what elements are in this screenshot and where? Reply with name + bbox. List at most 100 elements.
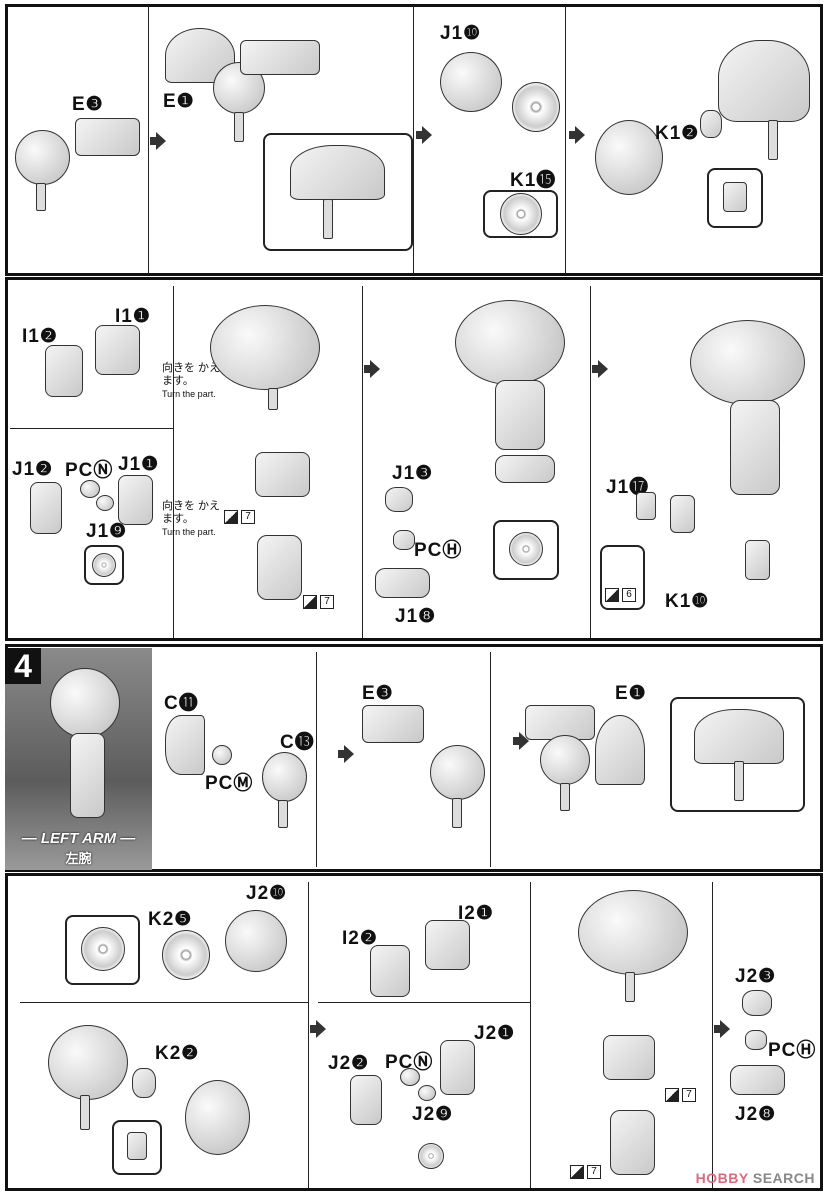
part-k115-disc: [512, 82, 560, 132]
part-label-j21: J2❶: [474, 1023, 516, 1044]
shoulder-assembly: [210, 305, 320, 390]
detail-box: [112, 1120, 162, 1175]
divider: [490, 652, 491, 867]
joint-stem: [734, 761, 744, 801]
turn-part-note: 向きを かえます。 Turn the part.: [162, 362, 222, 401]
part-label-k110: K1❿: [665, 591, 710, 612]
hobby-search-watermark: HOBBY SEARCH: [696, 1170, 815, 1186]
assembled-part-detail: [694, 709, 784, 764]
part-label-j11: J1❶: [118, 454, 160, 475]
divider: [308, 882, 309, 1188]
upper-arm-assembly: [257, 535, 302, 600]
part-j13: [385, 487, 413, 512]
marker-step: 7: [665, 1088, 696, 1102]
polycap-m: [212, 745, 232, 765]
part-j29: [418, 1085, 436, 1101]
part-label-j22: J2❷: [328, 1053, 370, 1074]
next-arrow-icon: [150, 132, 166, 150]
part-label-i22: I2❷: [342, 928, 378, 949]
panel-step-top: [5, 4, 823, 276]
part-label-j210: J2❿: [246, 883, 288, 904]
part-k2-shell: [185, 1080, 250, 1155]
step-title-jp: 左腕: [65, 851, 92, 866]
marker-number: 7: [587, 1165, 601, 1179]
joint-stem: [36, 183, 46, 211]
joint-stem: [560, 783, 570, 811]
upper-arm-assembly: [610, 1110, 655, 1175]
part-label-j28: J2❽: [735, 1104, 777, 1125]
next-arrow-icon: [364, 360, 380, 378]
upper-arm-part: [255, 452, 310, 497]
shoulder-joint-part: [15, 130, 70, 185]
part-i22: [370, 945, 410, 997]
part-e3: [362, 705, 424, 743]
shoulder-cover-part: [240, 40, 320, 75]
part-j23: [742, 990, 772, 1016]
forearm-assembly: [730, 400, 780, 495]
part-label-j19: J1❾: [86, 521, 128, 542]
part-label-pcm: PCⓂ: [205, 773, 254, 794]
shoulder-cover-part: [718, 40, 810, 122]
divider: [530, 882, 531, 1188]
turn-part-note: 向きを かえます。Turn the part.: [162, 500, 222, 539]
part-k110: [670, 495, 695, 533]
divider: [316, 652, 317, 867]
part-label-k12: K1❷: [655, 123, 700, 144]
part-j18-assembled: [495, 455, 555, 483]
left-arm-preview: [50, 668, 120, 738]
next-arrow-icon: [714, 1020, 730, 1038]
assembled-part-detail: [290, 145, 385, 200]
disc-detail: [81, 927, 125, 971]
part-k12: [700, 110, 722, 138]
next-arrow-icon: [338, 745, 354, 763]
part-label-j13: J1❸: [392, 463, 434, 484]
marker-icon: [605, 588, 619, 602]
turn-note-jp: 向きを かえます。: [162, 362, 221, 387]
part-k22-detail: [127, 1132, 147, 1160]
part-j12: [30, 482, 62, 534]
disc-detail: [418, 1143, 444, 1169]
marker-step: 7: [303, 595, 334, 609]
part-label-e1: E❶: [615, 683, 647, 704]
divider: [362, 286, 363, 638]
watermark-brand-b: SEARCH: [748, 1170, 815, 1186]
part-label-pcn: PCⓃ: [385, 1052, 434, 1073]
joint-stem: [278, 800, 288, 828]
divider: [590, 286, 591, 638]
part-label-pcn: PCⓃ: [65, 460, 114, 481]
part-e3: [75, 118, 140, 156]
marker-number: 7: [320, 595, 334, 609]
marker-icon: [224, 510, 238, 524]
shoulder-assembly: [690, 320, 805, 405]
part-i21: [425, 920, 470, 970]
detail-box: [707, 168, 763, 228]
disc-detail: [509, 532, 543, 566]
part-j18: [375, 568, 430, 598]
turn-note-en: Turn the part.: [162, 389, 216, 399]
turn-note-jp: 向きを かえます。: [162, 500, 221, 525]
detail-box: [493, 520, 559, 580]
step-title: — LEFT ARM —: [21, 830, 136, 847]
watermark-brand-a: HOBBY: [695, 1170, 749, 1186]
shoulder-assembly: [455, 300, 565, 385]
part-j110: [440, 52, 502, 112]
part-label-j23: J2❸: [735, 966, 777, 987]
joint-stem: [80, 1095, 90, 1130]
part-label-pch: PCⒽ: [414, 540, 463, 561]
detail-box: [670, 697, 805, 812]
part-j19: [96, 495, 114, 511]
part-label-k25: K2❺: [148, 909, 193, 930]
upper-arm-part: [603, 1035, 655, 1080]
marker-number: 7: [241, 510, 255, 524]
part-label-i11: I1❶: [115, 306, 151, 327]
step-number: 4: [5, 648, 41, 684]
marker-icon: [665, 1088, 679, 1102]
marker-icon: [570, 1165, 584, 1179]
shoulder-joint-part: [540, 735, 590, 785]
divider: [10, 428, 173, 429]
part-i12: [45, 345, 83, 397]
divider: [565, 6, 566, 274]
part-j210: [225, 910, 287, 972]
forearm-assembly: [495, 380, 545, 450]
part-k12-detail: [723, 182, 747, 212]
